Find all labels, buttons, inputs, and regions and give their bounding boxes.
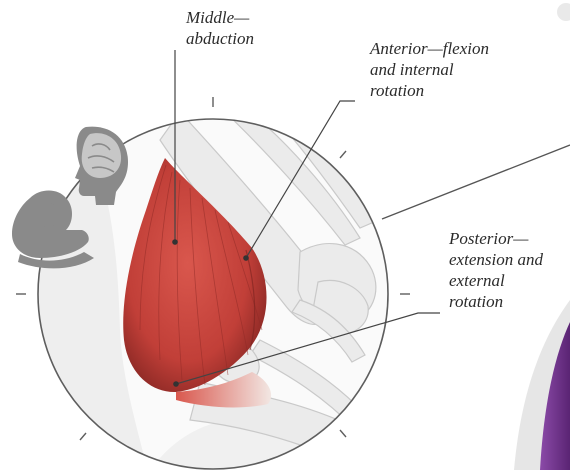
middle-label-line-1: Middle— [186,7,254,28]
posterior-label-line-1: Posterior— [449,228,543,249]
marker-posterior [173,381,179,387]
posterior-label-line-3: external [449,270,543,291]
marker-anterior [243,255,249,261]
anterior-label-line-2: and internal [370,59,489,80]
marker-middle [172,239,178,245]
tick-lower-left [80,433,86,440]
connector-line [382,145,570,219]
middle-label-line-2: abduction [186,28,254,49]
posterior-label-line-4: rotation [449,291,543,312]
anterior-label-line-1: Anterior—flexion [370,38,489,59]
anterior-deltoid-label: Anterior—flexion and internal rotation [370,38,489,101]
anterior-label-line-3: rotation [370,80,489,101]
tick-upper-right [340,151,346,158]
posterior-deltoid-label: Posterior— extension and external rotati… [449,228,543,312]
middle-deltoid-label: Middle— abduction [186,7,254,49]
posterior-label-line-2: extension and [449,249,543,270]
tick-lower-right [340,430,346,437]
decorative-dot [557,3,570,21]
